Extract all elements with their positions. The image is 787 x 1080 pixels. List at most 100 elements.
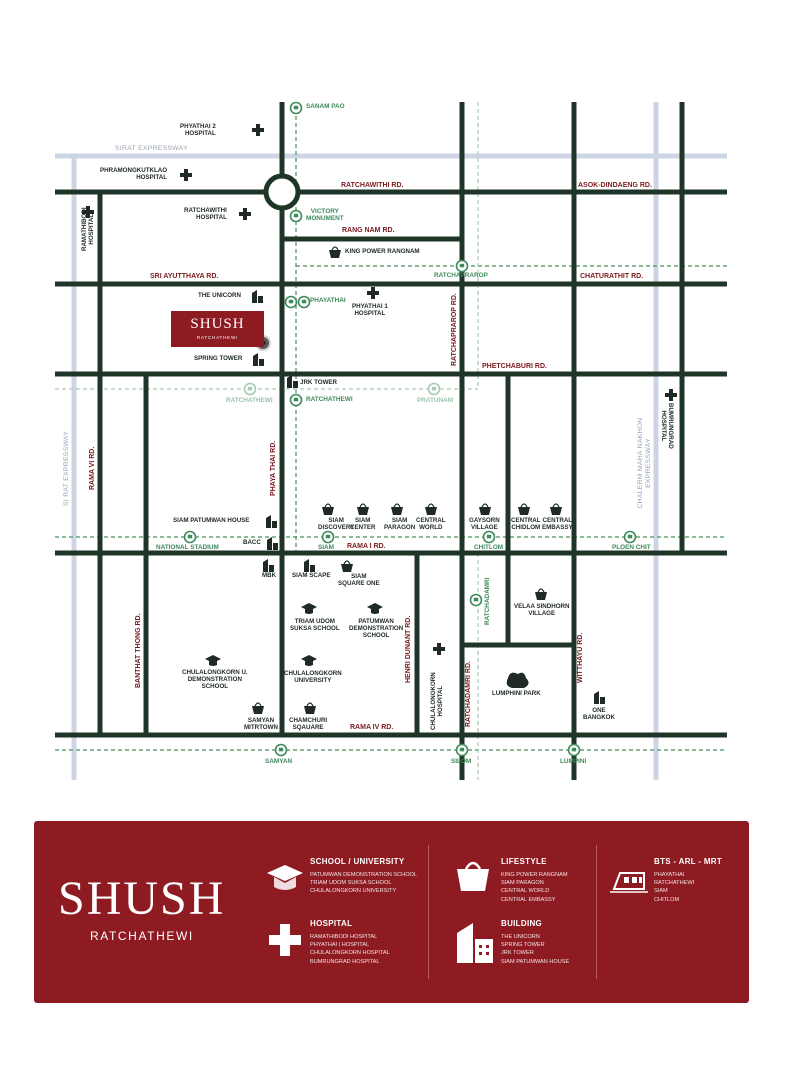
place-bacc: BACC bbox=[243, 539, 261, 546]
train-icon bbox=[293, 105, 299, 110]
ratchaprarop-road-label: RATCHAPRAROP RD. bbox=[451, 293, 458, 366]
place-siam-square-one: SIAM SQUARE ONE bbox=[338, 573, 380, 587]
henri-dunant-road-label: HENRI DUNANT RD. bbox=[405, 615, 412, 683]
train-icon bbox=[293, 213, 299, 218]
place-siam-center: SIAM CENTER bbox=[350, 517, 376, 531]
place-the-unicorn: THE UNICORN bbox=[198, 292, 241, 299]
hospital-cross-icon bbox=[180, 169, 192, 181]
legend-school-item: PATUMWAN DEMONSTRATION SCHOOL bbox=[310, 872, 418, 878]
station-ploen-chit[interactable]: PLOEN CHIT bbox=[612, 544, 651, 551]
hospital-cross-icon bbox=[239, 208, 251, 220]
legend-lifestyle-item: CENTRAL EMBASSY bbox=[501, 896, 556, 903]
legend-building-title: BUILDING bbox=[501, 919, 543, 928]
place-siam-scape: SIAM SCAPE bbox=[292, 572, 331, 579]
station-ratchaprarop[interactable]: RATCHAPRAROP bbox=[434, 272, 488, 279]
place-central-embassy: CENTRAL EMBASSY bbox=[542, 517, 573, 531]
place-central-chidlom: CENTRAL CHIDLOM bbox=[511, 517, 541, 531]
train-icon bbox=[473, 597, 479, 602]
legend-transit-item: SIAM bbox=[654, 888, 668, 895]
hospital-cross-icon bbox=[367, 287, 379, 299]
project-brand-subtitle: RATCHATHEWI bbox=[196, 335, 239, 340]
roads bbox=[55, 102, 727, 780]
place-central-world: CENTRAL WORLD bbox=[416, 517, 446, 531]
phetchaburi-road-label: PHETCHABURI RD. bbox=[482, 363, 547, 370]
place-spring-tower: SPRING TOWER bbox=[194, 355, 243, 362]
place-ratchawithi-hospital: RATCHAWITHI HOSPITAL bbox=[184, 207, 227, 221]
legend-lifestyle-list: KING POWER RANGNAM SIAM PARAGON CENTRAL … bbox=[501, 871, 568, 904]
legend-panel: SHUSH RATCHATHEWI SCHOOL / UNIVERSITY PA… bbox=[34, 821, 749, 1003]
victory-monument-roundabout bbox=[263, 173, 301, 211]
graduation-cap-icon bbox=[367, 603, 383, 614]
station-lumpini[interactable]: LUMPINI bbox=[560, 758, 587, 765]
legend-hospital-item: BUMRUNGRAD HOSPITAL bbox=[310, 958, 380, 965]
graduation-cap-icon bbox=[205, 655, 221, 666]
place-samyan-mitrtown: SAMYAN MITRTOWN bbox=[244, 717, 278, 731]
station-sanam-pao[interactable]: SANAM PAO bbox=[306, 103, 345, 110]
station-silom[interactable]: SILOM bbox=[451, 758, 472, 765]
train-icon bbox=[627, 534, 633, 539]
hospital-cross-icon bbox=[82, 206, 94, 218]
station-ratchathewi-arl[interactable]: RATCHATHEWI bbox=[226, 397, 273, 404]
legend-hospital-item: CHULALONGKORN HOSPITAL bbox=[310, 950, 390, 957]
train-icon bbox=[610, 872, 648, 893]
place-chula-demonstration: CHULALONGKORN U. DEMONSTRATION SCHOOL bbox=[182, 669, 248, 690]
place-phyathai2-hospital: PHYATHAI 2 HOSPITAL bbox=[180, 123, 216, 137]
hospital-cross-icon bbox=[433, 643, 445, 655]
place-chula-hospital: CHULALONGKORN HOSPITAL bbox=[430, 672, 444, 730]
train-icon bbox=[278, 747, 284, 752]
station-siam[interactable]: SIAM bbox=[318, 544, 334, 551]
legend-transit-item: RATCHATHEWI bbox=[654, 880, 695, 887]
station-pratunam[interactable]: PRATUNAM bbox=[417, 397, 454, 404]
ratchadamri-road-label: RATCHADAMRI RD. bbox=[465, 661, 472, 727]
legend-building-item: SIAM PATUMWAN HOUSE bbox=[501, 958, 570, 965]
train-icon bbox=[486, 534, 492, 539]
legend-transit-list: PHAYATHAI RATCHATHEWI SIAM CHITLOM bbox=[654, 871, 694, 904]
legend-building-item: JRK TOWER bbox=[501, 950, 534, 957]
place-siam-paragon: SIAM PARAGON bbox=[384, 517, 416, 531]
project-brand-box[interactable]: SHUSH RATCHATHEWI bbox=[171, 311, 264, 347]
phaya-thai-road-label: PHAYA THAI RD. bbox=[270, 440, 277, 496]
place-chula-university: CHULALONGKORN UNIVERSITY bbox=[284, 670, 342, 684]
legend-divider bbox=[596, 845, 597, 979]
shopping-basket-icon bbox=[391, 507, 403, 515]
legend-building-list: THE UNICORN SPRING TOWER JRK TOWER SIAM … bbox=[501, 933, 569, 966]
station-chitlom[interactable]: CHITLOM bbox=[474, 544, 504, 551]
legend-brand-subtitle: RATCHATHEWI bbox=[90, 929, 194, 943]
chalerm-expressway-label: CHALERM MAHA NAKHON EXPRESSWAY bbox=[637, 417, 652, 509]
legend-lifestyle-item: SIAM PARAGON bbox=[501, 880, 544, 887]
place-mbk: MBK bbox=[262, 572, 277, 579]
station-ratchathewi[interactable]: RATCHATHEWI bbox=[306, 396, 353, 403]
shopping-basket-icon bbox=[252, 706, 264, 714]
station-victory-monument[interactable]: VICTORY MONUMENT bbox=[306, 208, 344, 222]
place-king-power: KING POWER RANGNAM bbox=[345, 248, 420, 255]
train-icon bbox=[459, 263, 465, 268]
station-phayathai[interactable]: PHAYATHAI bbox=[310, 297, 346, 304]
building-icon bbox=[267, 537, 278, 550]
train-icon bbox=[571, 747, 577, 752]
graduation-cap-icon bbox=[301, 655, 317, 666]
shopping-basket-icon bbox=[457, 861, 489, 891]
train-icon bbox=[288, 299, 294, 304]
train-icon bbox=[247, 386, 253, 391]
shopping-basket-icon bbox=[329, 250, 341, 258]
legend-divider bbox=[428, 845, 429, 979]
area-map bbox=[55, 101, 727, 780]
place-siam-patumwan-house: SIAM PATUMWAN HOUSE bbox=[173, 517, 250, 524]
station-samyan[interactable]: SAMYAN bbox=[265, 758, 293, 765]
shopping-basket-icon bbox=[341, 564, 353, 572]
shopping-basket-icon bbox=[479, 507, 491, 515]
witthayu-road-label: WITTHAYU RD. bbox=[577, 632, 584, 683]
place-velaa-sindhorn: VELAA SINDHORN VILLAGE bbox=[514, 603, 570, 617]
shopping-basket-icon bbox=[304, 706, 316, 714]
train-icon bbox=[301, 299, 307, 304]
legend-hospital-list: RAMATHIBODI HOSPITAL PHYATHAI I HOSPITAL… bbox=[310, 933, 390, 966]
legend-school-item: TRIAM UDOM SUKSA SCHOOL bbox=[310, 880, 392, 887]
station-ratchadamri[interactable]: RATCHADAMRI bbox=[484, 577, 491, 625]
station-national-stadium[interactable]: NATIONAL STADIUM bbox=[156, 544, 219, 551]
project-brand-name: SHUSH bbox=[190, 316, 245, 332]
legend-school-list: PATUMWAN DEMONSTRATION SCHOOL TRIAM UDOM… bbox=[310, 871, 417, 896]
shopping-basket-icon bbox=[518, 507, 530, 515]
place-gaysorn-village: GAYSORN VILLAGE bbox=[469, 517, 500, 531]
legend-building-item: SPRING TOWER bbox=[501, 942, 545, 949]
hospital-cross-icon bbox=[252, 124, 264, 136]
